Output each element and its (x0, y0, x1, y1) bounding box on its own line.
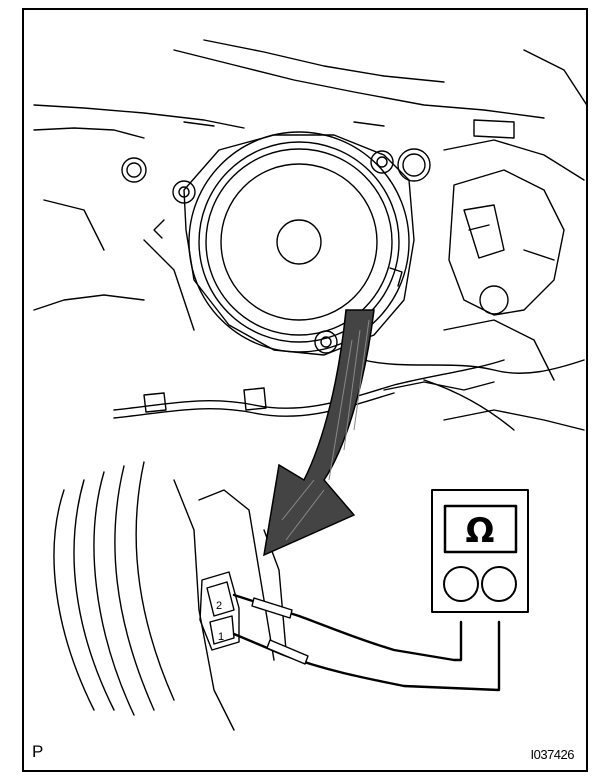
connector (199, 571, 240, 651)
figure-number: I037426 (530, 747, 575, 762)
door-panel-lines (33, 39, 586, 431)
diagram-frame: 2 1 Ω P I037426 (22, 8, 588, 772)
lower-trim-lines (53, 461, 287, 731)
door-latch-mechanism (443, 169, 565, 381)
curved-arrow-icon (263, 309, 375, 557)
ohm-symbol: Ω (466, 511, 495, 551)
wire-harness (113, 359, 515, 431)
probe-tips (251, 597, 309, 665)
connector-pin-label: 1 (218, 631, 224, 643)
ohmmeter-icon (431, 489, 529, 613)
corner-letter: P (32, 742, 44, 761)
line-drawing: 2 1 Ω (33, 39, 586, 731)
connector-pin-label: 2 (216, 600, 222, 612)
speaker (153, 131, 415, 356)
